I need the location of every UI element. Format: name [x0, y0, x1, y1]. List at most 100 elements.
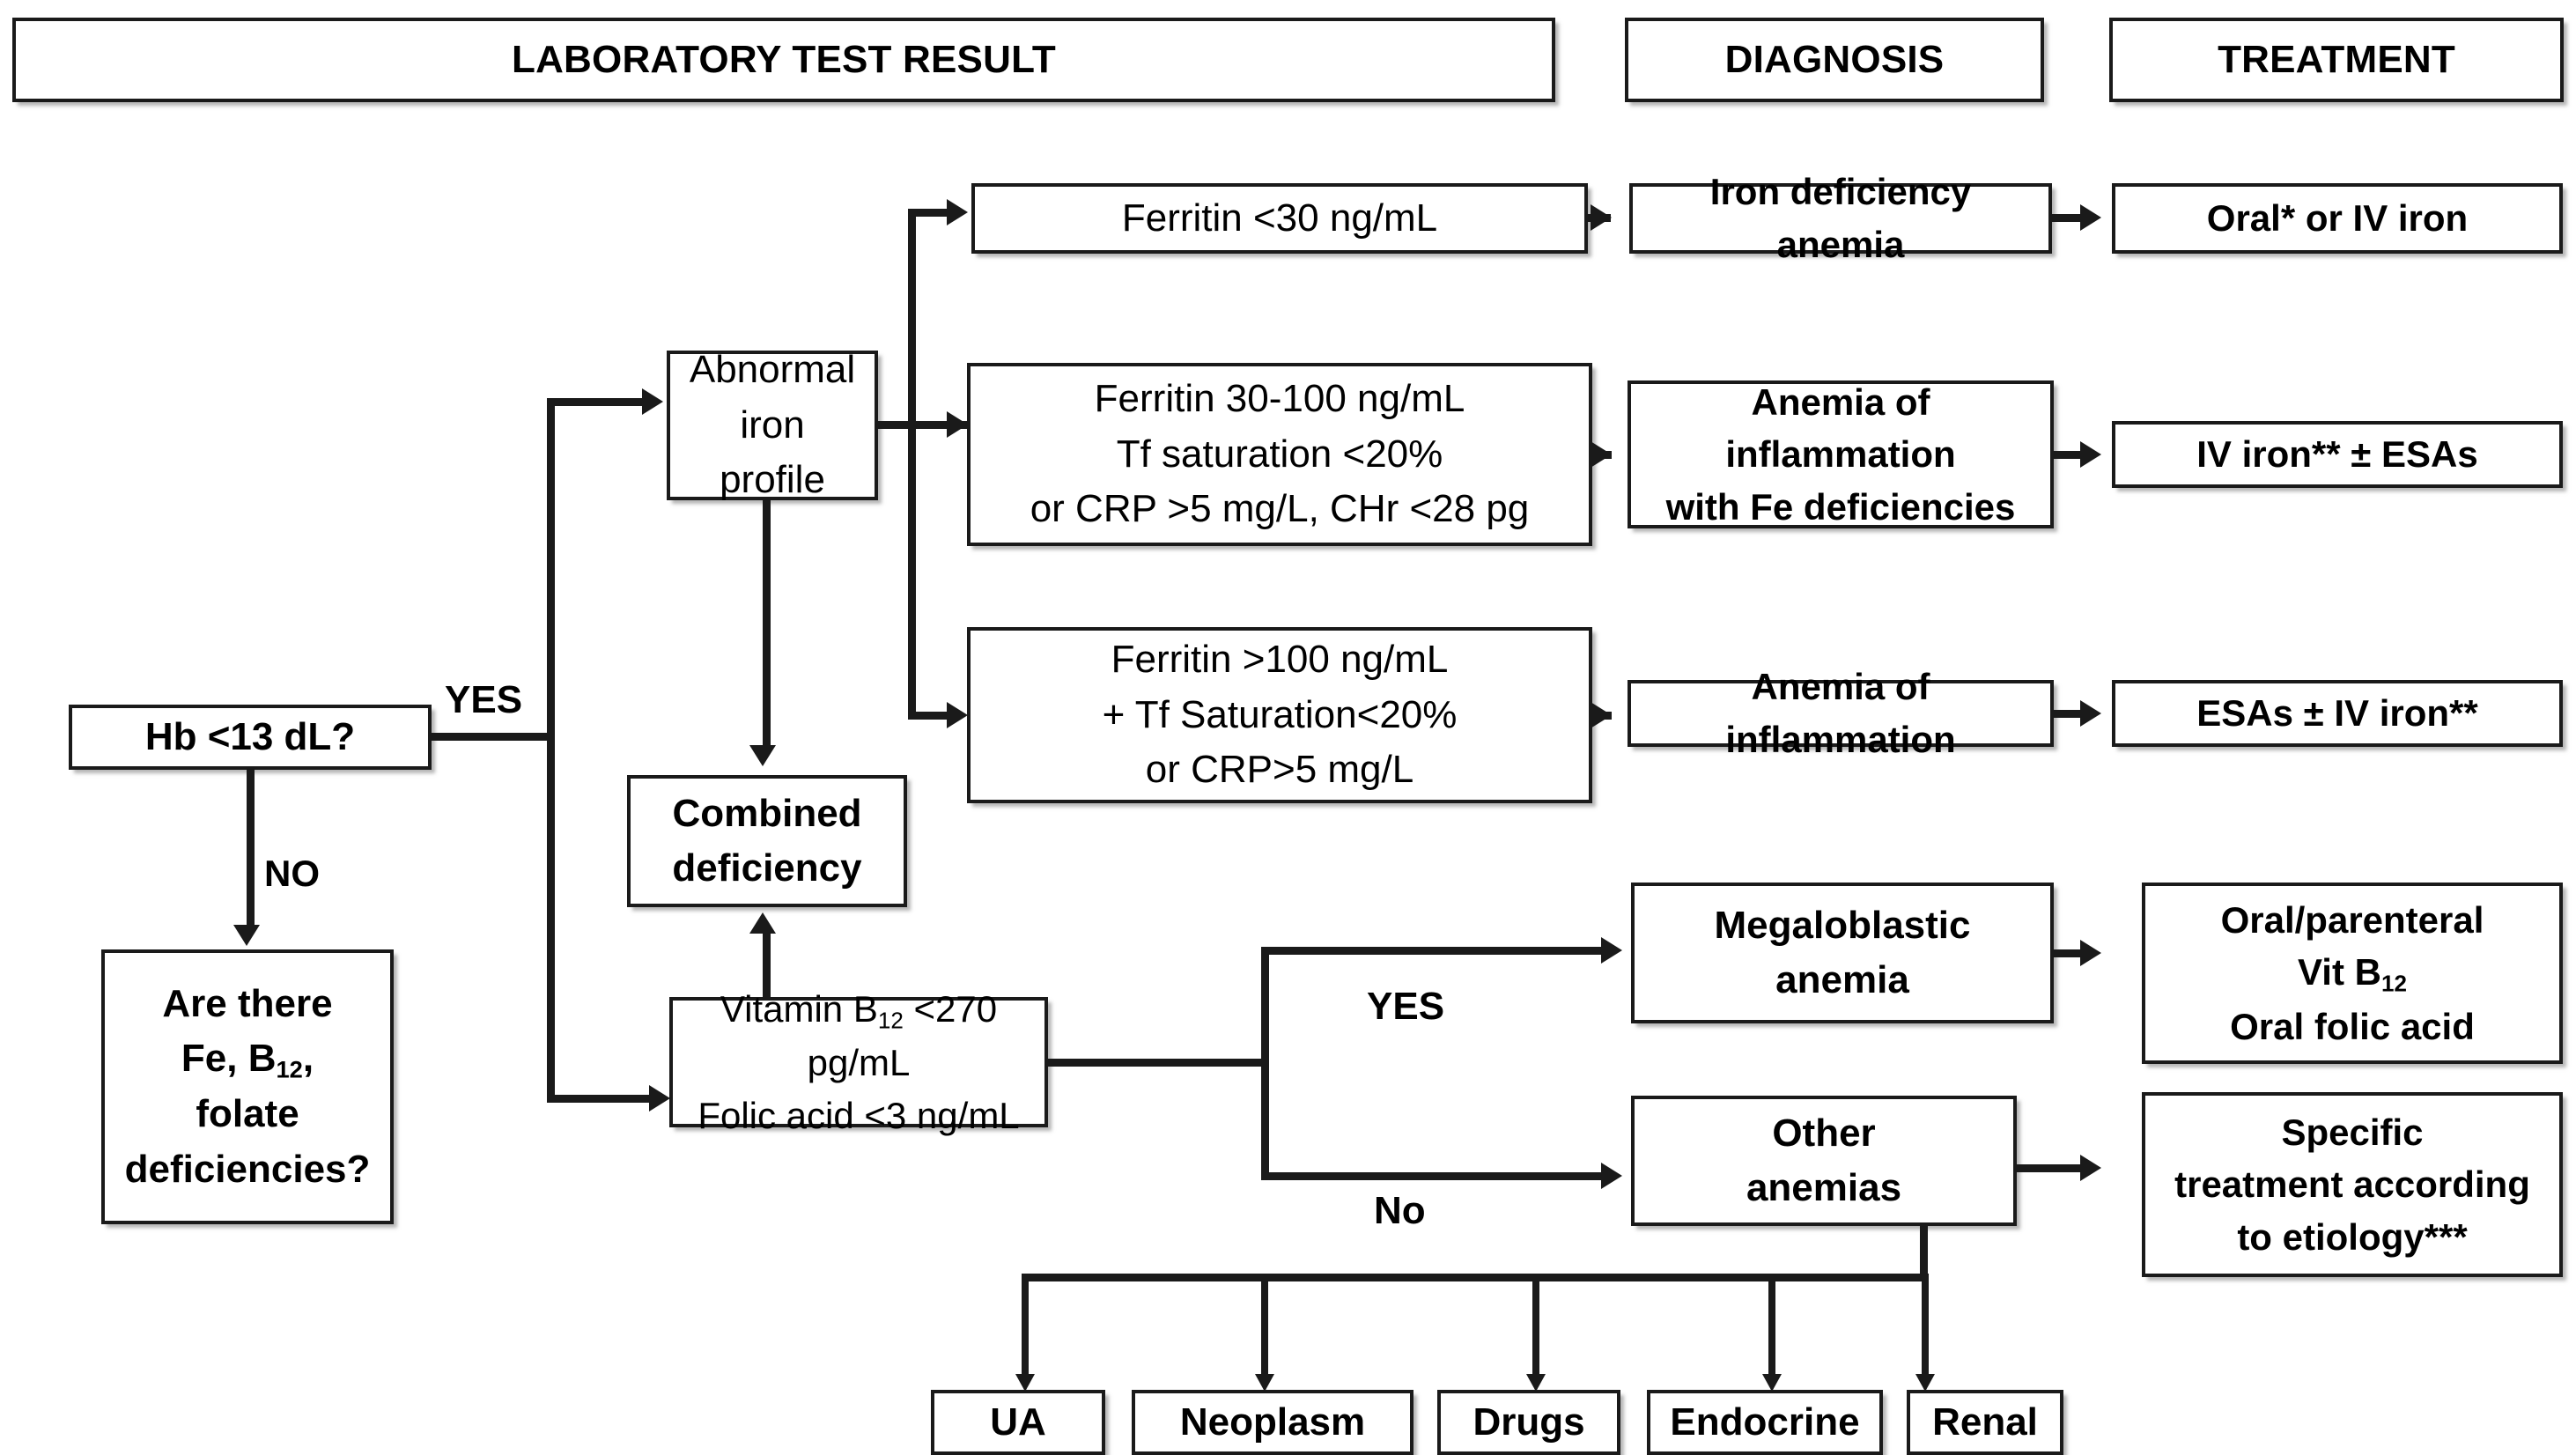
edge-etiology-drop-renal-arrowhead: [1915, 1374, 1935, 1392]
edge-hb-to-deficiency-arrowhead: [233, 925, 260, 946]
edge-lab2-to-dx2-arrowhead: [1591, 441, 1612, 468]
edge-abnormal-to-combined-arrowhead: [749, 745, 776, 766]
node-etiology-drugs[interactable]: Drugs: [1437, 1390, 1620, 1455]
node-vitamin-b12-folic-label: Vitamin B12 <270 pg/mL Folic acid <3 ng/…: [698, 987, 1020, 1136]
header-treatment-label: TREATMENT: [2218, 37, 2455, 81]
edge-dx3-to-tx3: [2054, 710, 2089, 718]
header-treatment: TREATMENT: [2109, 18, 2564, 102]
edge-dx2-to-tx2: [2054, 451, 2089, 459]
node-lab-result-3-label: Ferritin >100 ng/mL + Tf Saturation<20% …: [1102, 638, 1458, 792]
node-etiology-endocrine[interactable]: Endocrine: [1647, 1390, 1883, 1455]
edge-branch-yes-arrowhead: [1601, 937, 1622, 964]
edge-trunk-to-vitamin-horizontal: [547, 1095, 653, 1103]
node-deficiency-question-label: Are there Fe, B12, folate deficiencies?: [124, 981, 371, 1191]
edge-other-anemias-drop: [1920, 1226, 1928, 1281]
edge-vitamin-branch-trunk: [1261, 947, 1269, 1180]
node-deficiency-question[interactable]: Are there Fe, B12, folate deficiencies?: [101, 949, 394, 1224]
node-abnormal-iron-profile[interactable]: Abnormal iron profile: [667, 348, 878, 501]
node-etiology-renal-label: Renal: [1932, 1400, 2038, 1444]
node-diagnosis-5-label: Other anemias: [1746, 1111, 1902, 1209]
edge-etiology-drop-neoplasm: [1261, 1274, 1268, 1377]
edge-dx5-to-tx5-arrowhead: [2080, 1155, 2101, 1181]
node-treatment-4[interactable]: Oral/parenteral Vit B12 Oral folic acid: [2142, 883, 2563, 1064]
node-combined-deficiency[interactable]: Combined deficiency: [627, 775, 907, 907]
edge-trunk-to-abnormal-iron-arrowhead: [642, 388, 663, 415]
label-branch-no: No: [1374, 1189, 1426, 1232]
edge-dx5-to-tx5: [2017, 1164, 2089, 1172]
edge-abnormal-out-stub: [878, 421, 984, 429]
edge-trunk-to-vitamin-arrowhead: [649, 1085, 670, 1112]
edge-hb-to-deficiency-vertical: [247, 770, 255, 927]
node-treatment-2[interactable]: IV iron** ± ESAs: [2112, 421, 2563, 488]
edge-abnormal-to-combined-vertical: [763, 500, 771, 747]
edge-branch-to-ferritin1: [908, 209, 950, 217]
edge-vitamin-out-stub: [1048, 1059, 1268, 1067]
node-treatment-1-label: Oral* or IV iron: [2206, 197, 2469, 240]
edge-branch-to-ferritin2-arrowhead: [947, 411, 968, 438]
node-treatment-4-label: Oral/parenteral Vit B12 Oral folic acid: [2220, 898, 2484, 1047]
node-abnormal-iron-profile-label: Abnormal iron profile: [689, 348, 856, 502]
node-diagnosis-2-label: Anemia of inflammation with Fe deficienc…: [1665, 380, 2016, 528]
node-treatment-3[interactable]: ESAs ± IV iron**: [2112, 680, 2563, 747]
edge-yes-trunk-vertical: [547, 398, 555, 1103]
node-diagnosis-2[interactable]: Anemia of inflammation with Fe deficienc…: [1628, 380, 2054, 528]
node-lab-result-1[interactable]: Ferritin <30 ng/mL: [971, 183, 1588, 254]
node-etiology-ua-label: UA: [990, 1400, 1046, 1444]
node-vitamin-b12-folic[interactable]: Vitamin B12 <270 pg/mL Folic acid <3 ng/…: [669, 988, 1048, 1136]
node-lab-result-2[interactable]: Ferritin 30-100 ng/mL Tf saturation <20%…: [967, 363, 1592, 546]
edge-etiology-drop-endocrine: [1768, 1274, 1775, 1377]
header-lab-label: LABORATORY TEST RESULT: [512, 37, 1056, 81]
node-treatment-2-label: IV iron** ± ESAs: [2196, 433, 2478, 476]
node-diagnosis-1-label: Iron deficiency anemia: [1709, 171, 1972, 265]
node-diagnosis-1[interactable]: Iron deficiency anemia: [1629, 171, 2052, 265]
edge-branch-to-ferritin3: [908, 712, 950, 720]
node-hb-question[interactable]: Hb <13 dL?: [69, 705, 432, 770]
node-treatment-5[interactable]: Specific treatment according to etiology…: [2142, 1092, 2563, 1277]
node-diagnosis-3[interactable]: Anemia of inflammation: [1628, 666, 2054, 760]
edge-dx2-to-tx2-arrowhead: [2080, 441, 2101, 468]
edge-dx1-to-tx1: [2052, 214, 2089, 222]
node-etiology-renal[interactable]: Renal: [1907, 1390, 2063, 1455]
node-diagnosis-5[interactable]: Other anemias: [1631, 1096, 2017, 1226]
node-lab-result-2-label: Ferritin 30-100 ng/mL Tf saturation <20%…: [1030, 377, 1530, 531]
node-treatment-1[interactable]: Oral* or IV iron: [2112, 183, 2563, 254]
label-branch-yes: YES: [1367, 985, 1445, 1028]
node-etiology-endocrine-label: Endocrine: [1670, 1400, 1860, 1444]
node-etiology-neoplasm-label: Neoplasm: [1179, 1400, 1366, 1444]
edge-etiology-drop-drugs: [1532, 1274, 1539, 1377]
edge-branch-to-ferritin3-arrowhead: [947, 702, 968, 728]
node-treatment-5-label: Specific treatment according to etiology…: [2174, 1111, 2530, 1258]
header-diagnosis-label: DIAGNOSIS: [1724, 37, 1945, 81]
node-lab-result-1-label: Ferritin <30 ng/mL: [1121, 196, 1438, 240]
edge-branch-no-arrowhead: [1601, 1163, 1622, 1189]
node-etiology-drugs-label: Drugs: [1473, 1400, 1585, 1444]
node-hb-question-label: Hb <13 dL?: [144, 714, 356, 758]
node-treatment-3-label: ESAs ± IV iron**: [2196, 692, 2478, 735]
edge-lab3-to-dx3-arrowhead: [1591, 702, 1612, 728]
edge-trunk-to-abnormal-iron-horizontal: [547, 398, 646, 406]
edge-dx4-to-tx4: [2054, 949, 2089, 957]
node-etiology-ua[interactable]: UA: [931, 1390, 1105, 1455]
label-yes-branch: YES: [445, 678, 523, 721]
node-combined-deficiency-label: Combined deficiency: [672, 791, 862, 890]
edge-branch-yes-to-megaloblastic: [1261, 947, 1605, 955]
node-diagnosis-3-label: Anemia of inflammation: [1725, 666, 1956, 760]
node-lab-result-3[interactable]: Ferritin >100 ng/mL + Tf Saturation<20% …: [967, 627, 1592, 803]
edge-dx1-to-tx1-arrowhead: [2080, 204, 2101, 231]
header-diagnosis: DIAGNOSIS: [1625, 18, 2044, 102]
header-laboratory-test-result: LABORATORY TEST RESULT: [12, 18, 1555, 102]
edge-etiology-drop-drugs-arrowhead: [1526, 1374, 1546, 1392]
label-no-branch: NO: [264, 853, 320, 894]
edge-etiology-drop-endocrine-arrowhead: [1762, 1374, 1782, 1392]
edge-branch-no-to-other-anemias: [1261, 1172, 1605, 1180]
edge-ferritin-branch-trunk: [908, 209, 916, 720]
node-diagnosis-4[interactable]: Megaloblastic anemia: [1631, 883, 2054, 1023]
edge-vitamin-to-combined-vertical: [763, 934, 771, 999]
edge-etiology-drop-neoplasm-arrowhead: [1255, 1374, 1274, 1392]
edge-vitamin-to-combined-arrowhead: [749, 912, 776, 934]
edge-etiology-drop-ua-arrowhead: [1015, 1374, 1035, 1392]
edge-etiology-drop-renal: [1922, 1274, 1929, 1377]
node-etiology-neoplasm[interactable]: Neoplasm: [1132, 1390, 1413, 1455]
node-diagnosis-4-label: Megaloblastic anemia: [1714, 903, 1971, 1001]
